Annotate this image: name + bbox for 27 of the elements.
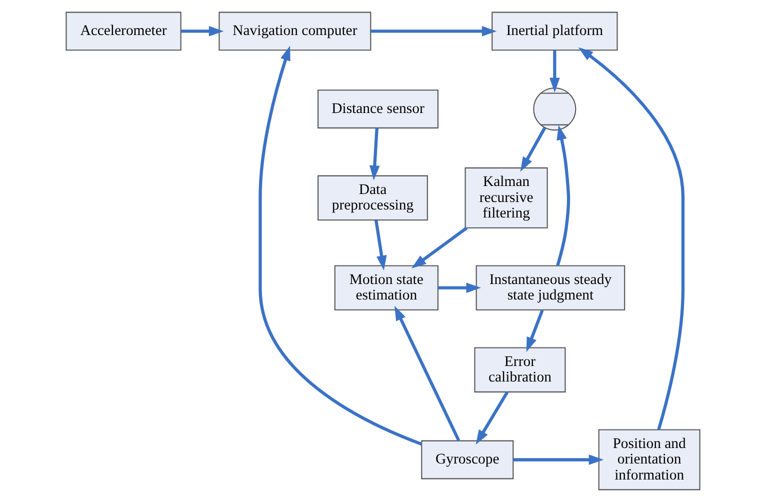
arrow	[411, 226, 468, 268]
node-box: Motion state estimation	[334, 265, 438, 310]
node-box: Kalman recursive filtering	[464, 167, 548, 228]
arrow	[476, 391, 509, 445]
arrow	[513, 454, 604, 465]
arrow	[394, 306, 460, 442]
node-circle	[533, 87, 576, 131]
node-box: Accelerometer	[66, 12, 182, 51]
arrow	[371, 26, 497, 36]
node-box: Data preprocessing	[318, 175, 428, 220]
node-box: Navigation computer	[218, 12, 372, 51]
arrow	[520, 127, 546, 172]
arrow	[526, 310, 544, 352]
node-box: Instantaneous steady state judgment	[476, 265, 626, 310]
arrow	[550, 50, 560, 93]
arrow	[578, 47, 685, 430]
arrow	[258, 46, 422, 446]
arrow	[438, 282, 481, 293]
node-box: Gyroscope	[421, 440, 514, 480]
arrow	[556, 125, 570, 266]
arrow	[369, 128, 380, 180]
node-box: Error calibration	[474, 347, 566, 392]
arrow	[181, 26, 224, 36]
node-box: Inertial platform	[492, 12, 618, 51]
arrow	[374, 220, 387, 270]
node-box: Distance sensor	[318, 90, 438, 128]
node-box: Position and orientation information	[598, 429, 700, 490]
